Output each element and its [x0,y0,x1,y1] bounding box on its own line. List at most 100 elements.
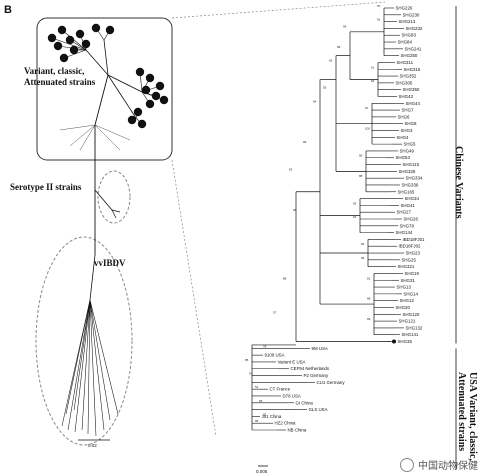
bootstrap-value: 100 [365,127,370,131]
bootstrap-value: 51 [367,276,371,280]
variant-strain-dot [53,41,63,51]
variant-strain-dot [59,53,69,63]
bootstrap-value: 99 [343,24,347,28]
vv-strain-branch-line [89,299,111,421]
taxon-label: P2 Germany [304,373,329,378]
vv-strain-branch-line [74,299,91,433]
serotype2-cluster-ellipse [97,170,131,224]
taxon-label: SHG115 [403,162,420,167]
taxon-label: CEF94 Netherlands [291,366,330,371]
taxon-label: SHG132 [406,325,423,330]
taxon-label: CU1 Germany [317,380,346,385]
taxon-label: SHG241 [405,46,422,51]
attenuated-spoke-line [69,124,96,147]
taxon-label: SHG5 [404,142,417,147]
taxon-label: SHG334 [406,176,423,181]
vv-strain-branch-line [89,299,119,415]
wechat-logo-icon [400,457,414,472]
taxon-label: SHG121 [399,319,416,324]
bootstrap-value: 88 [283,276,287,280]
shg35-dot [392,339,396,344]
attenuated-spoke-line [79,124,96,151]
taxon-label: D78 USA [283,393,301,398]
taxon-label: SHG7 [402,108,415,113]
attenuated-spoke-line [94,124,121,151]
variant-strain-dot [145,99,155,109]
taxon-label: SHG27 [397,210,412,215]
taxon-label: SHG44 [406,101,421,106]
taxon-label: SHG352 [400,74,417,79]
vv-strain-branch-line [87,299,91,435]
taxon-label: SHG350 [403,87,420,92]
taxon-label: GLS USA [309,407,328,412]
branch-hub-left [85,49,109,76]
taxon-label: SHG78 [400,223,415,228]
bootstrap-value: 94 [313,99,317,103]
watermark-text: 中国动物保健 [418,461,478,472]
panel-label: B [4,4,12,16]
taxon-label: SHG4 [397,135,410,140]
serotype2-branch-line [94,189,113,211]
taxon-label: SHG120 [403,312,420,317]
bootstrap-value: 85 [245,358,249,362]
cluster-label-variant: Variant, classic, Attenuated strains [24,66,95,88]
taxon-label: 9M USA [312,346,328,351]
variant-strain-dot [91,23,101,33]
zoom-connector-top [171,1,386,19]
bootstrap-value: 82 [361,242,365,246]
bootstrap-value: 62 [329,58,333,62]
taxon-label: 9109 USA [265,353,285,358]
variant-strain-dot [133,107,143,117]
variant-strain-dot [75,29,85,39]
bootstrap-value: 63 [289,167,293,171]
taxon-label: SHG25 [402,257,417,262]
variant-strain-dot [81,39,91,49]
taxon-label: SHG43 [399,94,414,99]
taxon-label: SHG19 [405,271,420,276]
cluster-label-serotype2: Serotype II strains [10,182,82,192]
taxon-label: SHG250 [401,53,418,58]
watermark: 中国动物保健 [400,457,478,472]
bootstrap-value: 51 [255,385,259,389]
bootstrap-value: 69 [367,317,371,321]
bootstrap-value: 61 [371,65,375,69]
bootstrap-value: 55 [323,86,327,90]
vv-strain-branch-line [67,299,91,431]
taxon-label: IBD18FJ01 [403,237,426,242]
variant-strain-dot [65,35,75,45]
trunk-to-hub-line [94,74,109,126]
bootstrap-value: 62 [371,79,375,83]
cluster-label-variant-line1: Variant, classic, [24,66,85,76]
side-label-usa-line1: USA Variant, classic, [467,372,478,461]
bootstrap-value: 57 [273,310,277,314]
taxon-label: SHG213 [399,19,416,24]
taxon-label: SHG13 [397,285,412,290]
variant-strain-dot [105,25,115,35]
taxon-label: SHG12 [400,298,415,303]
bootstrap-value: 56 [359,154,363,158]
side-label-chinese-variants: Chinese Variants [453,146,464,219]
taxon-label: SHG6 [398,114,411,119]
vv-strain-branch-line [81,299,91,431]
variant-strain-dot [137,119,147,129]
leaf-branch-variant [51,37,87,51]
taxon-label: SHG26 [404,217,419,222]
rectangular-detail-tree: SHG226SHG230SHG213SHG232SHG83SHG84SHG241… [245,4,457,474]
taxon-label: SHG41 [401,203,416,208]
taxon-label: SHG35 [398,339,413,344]
taxon-label: SHG144 [396,230,413,235]
taxon-label: SHG34 [405,196,420,201]
bootstrap-value: 96 [255,419,259,423]
unrooted-overview-tree: 0.02 [35,1,386,448]
taxon-label: Variant E USA [278,359,306,364]
bootstrap-value: 99 [259,399,263,403]
taxon-label: SHG230 [403,12,420,17]
taxon-label: IBD18FJ02 [399,244,422,249]
cluster-label-vvibdv: vvIBDV [94,258,126,268]
taxon-label: GI China [296,400,314,405]
cluster-label-variant-line2: Attenuated strains [24,77,96,87]
taxon-label: SHG326 [399,169,416,174]
vv-strain-branch-line [89,299,97,437]
taxon-label: SHG336 [402,182,419,187]
